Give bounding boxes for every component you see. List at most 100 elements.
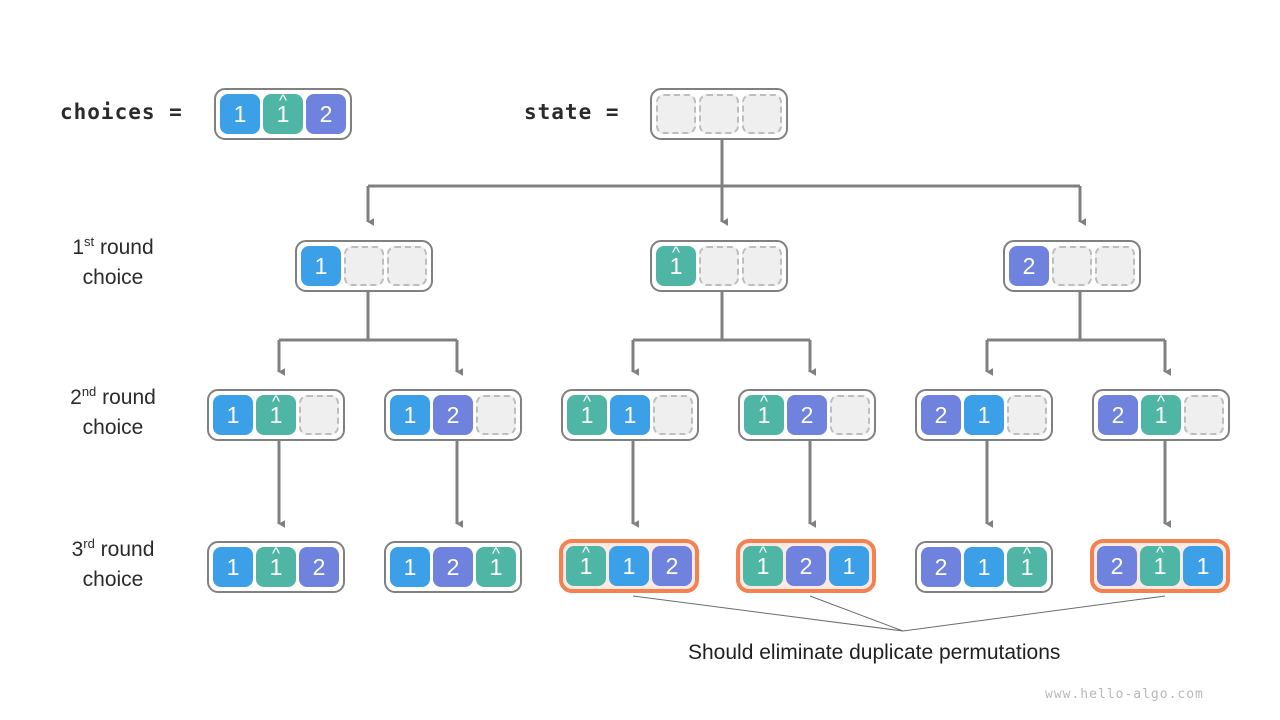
value-cell: 1 bbox=[390, 547, 430, 587]
round-3-line2: choice bbox=[82, 568, 144, 591]
round-2-suffix: nd bbox=[81, 384, 97, 399]
r3-n6: 2 1^ 1 bbox=[1090, 539, 1230, 593]
value-cell: 2 bbox=[1097, 546, 1137, 586]
caption-text: Should eliminate duplicate permutations bbox=[688, 641, 1061, 664]
r1-n2: 1^ bbox=[650, 240, 788, 292]
value-cell: 1 bbox=[829, 546, 869, 586]
leader-line-r3n6 bbox=[902, 595, 1166, 632]
r1-n3: 2 bbox=[1003, 240, 1141, 292]
empty-slot bbox=[1095, 246, 1135, 286]
round-1-label: 1st round choice bbox=[38, 233, 188, 293]
value-cell-duplicate: 1^ bbox=[476, 543, 516, 587]
value-cell-duplicate: 1^ bbox=[256, 543, 296, 587]
circumflex-icon: ^ bbox=[582, 391, 591, 411]
value-cell: 1 bbox=[220, 94, 260, 134]
empty-slot bbox=[653, 395, 693, 435]
round-3-ordinal: 3 bbox=[71, 538, 84, 561]
r2-n6: 2 1^ bbox=[1092, 389, 1230, 441]
leader-line-r3n4 bbox=[809, 595, 904, 632]
value-cell-duplicate: 1^ bbox=[656, 242, 696, 286]
value-cell: 1 bbox=[609, 546, 649, 586]
empty-slot bbox=[299, 395, 339, 435]
circumflex-icon: ^ bbox=[1156, 391, 1165, 411]
hatted-number: 1^ bbox=[1153, 542, 1167, 579]
circumflex-icon: ^ bbox=[271, 543, 280, 563]
round-3-word: round bbox=[94, 538, 155, 561]
empty-slot bbox=[699, 94, 739, 134]
round-2-line2: choice bbox=[82, 416, 144, 439]
choices-array: 1 1^ 2 bbox=[214, 88, 352, 140]
value-cell: 2 bbox=[433, 395, 473, 435]
round-1-ordinal: 1 bbox=[72, 236, 84, 259]
value-cell: 2 bbox=[1098, 395, 1138, 435]
value-cell: 1 bbox=[964, 547, 1004, 587]
hatted-number: 1^ bbox=[757, 391, 771, 428]
value-cell: 1 bbox=[213, 395, 253, 435]
r3-n1: 1 1^ 2 bbox=[207, 541, 345, 593]
circumflex-icon: ^ bbox=[581, 542, 590, 562]
circumflex-icon: ^ bbox=[758, 542, 767, 562]
empty-slot bbox=[742, 94, 782, 134]
hatted-number: 1^ bbox=[269, 543, 283, 580]
value-cell: 1 bbox=[1183, 546, 1223, 586]
value-cell: 1 bbox=[610, 395, 650, 435]
value-cell: 2 bbox=[306, 94, 346, 134]
hatted-number: 1^ bbox=[276, 90, 290, 127]
value-cell: 1 bbox=[390, 395, 430, 435]
value-cell-duplicate: 1^ bbox=[566, 542, 606, 586]
value-cell-duplicate: 1^ bbox=[1141, 391, 1181, 435]
empty-slot bbox=[699, 246, 739, 286]
empty-slot bbox=[476, 395, 516, 435]
value-cell: 1 bbox=[964, 395, 1004, 435]
circumflex-icon: ^ bbox=[759, 391, 768, 411]
value-cell: 2 bbox=[787, 395, 827, 435]
round-3-label: 3rd round choice bbox=[38, 535, 188, 595]
circumflex-icon: ^ bbox=[271, 391, 280, 411]
value-cell: 2 bbox=[921, 547, 961, 587]
hatted-number: 1^ bbox=[1020, 543, 1034, 580]
value-cell: 2 bbox=[786, 546, 826, 586]
value-cell: 2 bbox=[652, 546, 692, 586]
hatted-number: 1^ bbox=[579, 542, 593, 579]
circumflex-icon: ^ bbox=[1155, 542, 1164, 562]
value-cell: 2 bbox=[433, 547, 473, 587]
value-cell-duplicate: 1^ bbox=[743, 542, 783, 586]
round-2-label: 2nd round choice bbox=[38, 383, 188, 443]
empty-slot bbox=[742, 246, 782, 286]
value-cell-duplicate: 1^ bbox=[567, 391, 607, 435]
circumflex-icon: ^ bbox=[278, 90, 287, 110]
hatted-number: 1^ bbox=[269, 391, 283, 428]
round-1-suffix: st bbox=[84, 234, 95, 249]
empty-slot bbox=[1052, 246, 1092, 286]
circumflex-icon: ^ bbox=[671, 242, 680, 262]
value-cell: 1 bbox=[301, 246, 341, 286]
round-2-word: round bbox=[96, 386, 156, 409]
hatted-number: 1^ bbox=[580, 391, 594, 428]
r2-n3: 1^ 1 bbox=[561, 389, 699, 441]
state-array bbox=[650, 88, 788, 140]
leader-line-r3n3 bbox=[632, 595, 904, 632]
empty-slot bbox=[830, 395, 870, 435]
value-cell: 1 bbox=[213, 547, 253, 587]
hatted-number: 1^ bbox=[489, 543, 503, 580]
circumflex-icon: ^ bbox=[491, 543, 500, 563]
hatted-number: 1^ bbox=[756, 542, 770, 579]
value-cell: 2 bbox=[299, 547, 339, 587]
value-cell-duplicate: 1^ bbox=[256, 391, 296, 435]
empty-slot bbox=[387, 246, 427, 286]
round-1-word: round bbox=[94, 236, 154, 259]
empty-slot bbox=[1184, 395, 1224, 435]
value-cell: 2 bbox=[921, 395, 961, 435]
hatted-number: 1^ bbox=[1154, 391, 1168, 428]
value-cell-duplicate: 1^ bbox=[744, 391, 784, 435]
state-label: state = bbox=[524, 100, 620, 124]
value-cell-duplicate: 1^ bbox=[1140, 542, 1180, 586]
r2-n4: 1^ 2 bbox=[738, 389, 876, 441]
